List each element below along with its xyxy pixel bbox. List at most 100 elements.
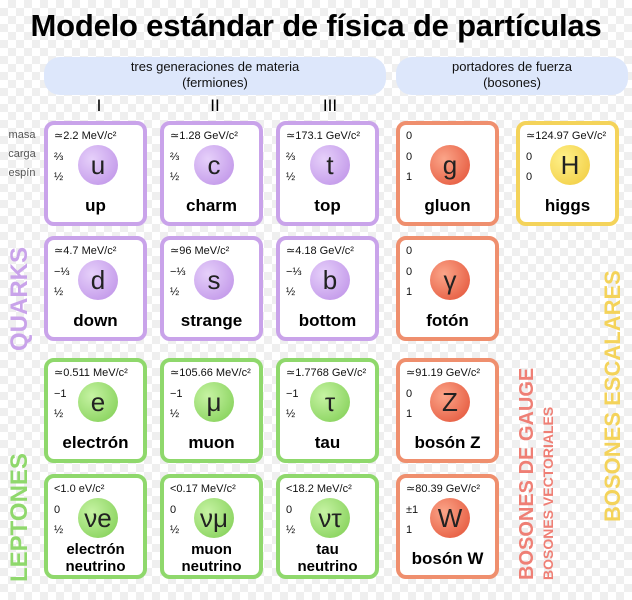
page-title: Modelo estándar de física de partículas — [30, 8, 602, 43]
particle-symbol: Z — [430, 382, 470, 422]
particle-charge: −⅓ — [54, 266, 70, 278]
particle-spin: ½ — [54, 171, 64, 183]
particle-name-line2: neutrino — [297, 558, 358, 575]
leptons-side-label: LEPTONES — [6, 453, 33, 582]
fermions-header: tres generaciones de materia (fermiones) — [44, 57, 386, 95]
particle-mass: ≃124.97 GeV/c² — [526, 130, 607, 142]
particle-name: tau — [314, 433, 341, 452]
particle-mass: ≃4.18 GeV/c² — [286, 245, 354, 257]
particle-spin: 0 — [526, 171, 533, 183]
particle-symbol: s — [194, 260, 234, 300]
particle-symbol: g — [430, 145, 470, 185]
particle-card-11: ≃105.66 MeV/c² −1 ½ μ muon — [160, 358, 263, 463]
particle-spin: ½ — [286, 524, 296, 536]
bosons-header: portadores de fuerza (bosones) — [396, 57, 628, 95]
particle-mass: ≃80.39 GeV/c² — [406, 483, 481, 495]
particle-symbol: W — [430, 498, 470, 538]
particle-name-line1: tau — [316, 541, 339, 558]
particle-symbol: νμ — [194, 498, 234, 538]
particle-name: up — [85, 196, 106, 215]
particle-name: gluon — [424, 196, 471, 215]
particle-mass: ≃1.28 GeV/c² — [170, 130, 238, 142]
particle-charge: −⅓ — [170, 266, 186, 278]
particle-symbol: νe — [78, 498, 118, 538]
particle-card-8: ≃4.18 GeV/c² −⅓ ½ b bottom — [276, 236, 379, 341]
particle-spin: ½ — [286, 171, 296, 183]
particle-mass: ≃2.2 MeV/c² — [54, 130, 117, 142]
generation-2-label: II — [210, 96, 220, 115]
particle-charge: −1 — [170, 388, 183, 400]
particle-name: fotón — [426, 311, 469, 330]
vector-bosons-side-label: BOSONES VECTORIALES — [540, 406, 556, 580]
particle-mass: ≃105.66 MeV/c² — [170, 367, 251, 379]
particle-name: muon — [188, 433, 235, 452]
scalar-bosons-side-label: BOSONES ESCALARES — [600, 270, 625, 522]
particle-name: bottom — [298, 311, 357, 330]
particle-charge: ⅔ — [286, 151, 296, 163]
particle-spin: ½ — [54, 286, 64, 298]
particle-charge: 0 — [406, 151, 413, 163]
particle-spin: ½ — [170, 171, 180, 183]
bosons-header-line1: portadores de fuerza — [452, 59, 572, 74]
spin-row-label: espín — [8, 167, 36, 179]
quarks-side-label: QUARKS — [6, 246, 33, 351]
particle-card-6: ≃4.7 MeV/c² −⅓ ½ d down — [44, 236, 147, 341]
particle-charge: −⅓ — [286, 266, 302, 278]
particle-spin: 1 — [406, 286, 413, 298]
particle-spin: ½ — [54, 408, 64, 420]
particle-mass: 0 — [406, 130, 413, 142]
particle-charge: −1 — [54, 388, 67, 400]
fermions-header-line2: (fermiones) — [182, 75, 248, 90]
particle-symbol: d — [78, 260, 118, 300]
particle-name: electrón — [62, 433, 129, 452]
particle-name-line2: neutrino — [181, 558, 242, 575]
particle-symbol: u — [78, 145, 118, 185]
charge-row-label: carga — [8, 148, 36, 160]
particle-mass: ≃96 MeV/c² — [170, 245, 230, 257]
particle-name: higgs — [544, 196, 591, 215]
particle-mass: ≃173.1 GeV/c² — [286, 130, 361, 142]
particle-name-line1: muon — [191, 541, 232, 558]
particle-symbol: τ — [310, 382, 350, 422]
particle-symbol: ντ — [310, 498, 350, 538]
particle-spin: ½ — [286, 286, 296, 298]
particle-spin: ½ — [170, 286, 180, 298]
particle-name: top — [314, 196, 341, 215]
particle-name: bosón W — [411, 549, 484, 568]
mass-row-label: masa — [8, 129, 36, 141]
particle-symbol: e — [78, 382, 118, 422]
particle-spin: 1 — [406, 408, 413, 420]
fermions-header-line1: tres generaciones de materia — [130, 59, 300, 74]
gauge-bosons-side-label: BOSONES DE GAUGE — [516, 367, 538, 580]
particle-mass: <0.17 MeV/c² — [170, 483, 236, 495]
particle-charge: 0 — [170, 504, 177, 516]
particle-charge: −1 — [286, 388, 299, 400]
particle-mass: ≃4.7 MeV/c² — [54, 245, 117, 257]
particle-name: down — [73, 311, 118, 330]
bosons-header-line2: (bosones) — [483, 75, 541, 90]
particle-symbol: H — [550, 145, 590, 185]
particle-charge: ±1 — [406, 504, 419, 516]
particle-charge: 0 — [406, 388, 413, 400]
particle-spin: ½ — [286, 408, 296, 420]
particle-name-line2: neutrino — [65, 558, 126, 575]
particle-charge: 0 — [286, 504, 293, 516]
particle-symbol: μ — [194, 382, 234, 422]
particle-charge: ⅔ — [170, 151, 180, 163]
particle-spin: 1 — [406, 171, 413, 183]
particle-spin: ½ — [170, 408, 180, 420]
generation-3-label: III — [322, 96, 338, 115]
particle-symbol: b — [310, 260, 350, 300]
